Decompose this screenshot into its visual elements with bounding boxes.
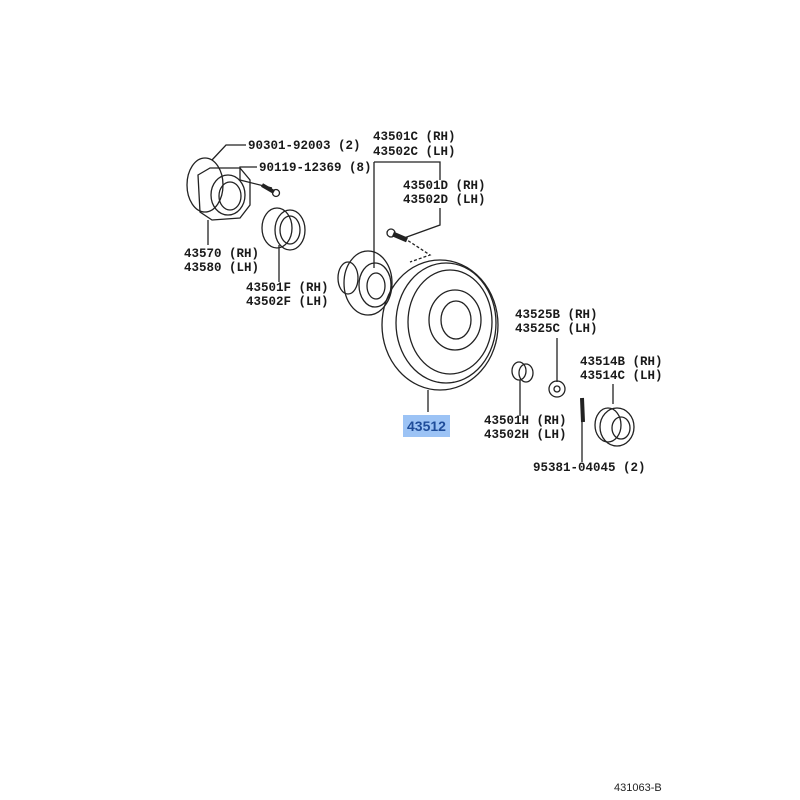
lock-nut-part[interactable] — [511, 361, 534, 383]
label-43580[interactable]: 43580 (LH) — [184, 261, 260, 275]
nut-part[interactable] — [548, 380, 566, 398]
label-43525B[interactable]: 43525B (RH) — [515, 308, 598, 322]
label-43514B[interactable]: 43514B (RH) — [580, 355, 663, 369]
diagram-code: 431063-B — [614, 782, 662, 794]
label-43502F[interactable]: 43502F (LH) — [246, 295, 329, 309]
hub-part[interactable] — [337, 250, 393, 316]
grease-cap-part[interactable] — [594, 407, 635, 447]
label-43502C[interactable]: 43502C (LH) — [373, 145, 456, 159]
brake-disc-part[interactable] — [381, 259, 499, 391]
leader-lines — [207, 144, 614, 462]
label-43514C[interactable]: 43514C (LH) — [580, 369, 663, 383]
label-90119-12369[interactable]: 90119-12369 (8) — [259, 161, 372, 175]
label-43501F[interactable]: 43501F (RH) — [246, 281, 329, 295]
hub-bolt-part[interactable] — [386, 228, 408, 243]
bearing-part[interactable] — [261, 207, 306, 251]
label-43501H[interactable]: 43501H (RH) — [484, 414, 567, 428]
label-43502D[interactable]: 43502D (LH) — [403, 193, 486, 207]
label-90301-92003[interactable]: 90301-92003 (2) — [248, 139, 361, 153]
label-95381-04045[interactable]: 95381-04045 (2) — [533, 461, 646, 475]
label-43501D[interactable]: 43501D (RH) — [403, 179, 486, 193]
label-43502H[interactable]: 43502H (LH) — [484, 428, 567, 442]
cotter-pin-part[interactable] — [580, 397, 585, 423]
label-43501C[interactable]: 43501C (RH) — [373, 130, 456, 144]
o-ring-part[interactable] — [186, 157, 224, 213]
label-43512-highlighted[interactable]: 43512 — [403, 415, 450, 437]
bearing-housing-part[interactable] — [197, 167, 251, 221]
label-43570[interactable]: 43570 (RH) — [184, 247, 260, 261]
bolt-part[interactable] — [260, 183, 281, 198]
label-43525C[interactable]: 43525C (LH) — [515, 322, 598, 336]
